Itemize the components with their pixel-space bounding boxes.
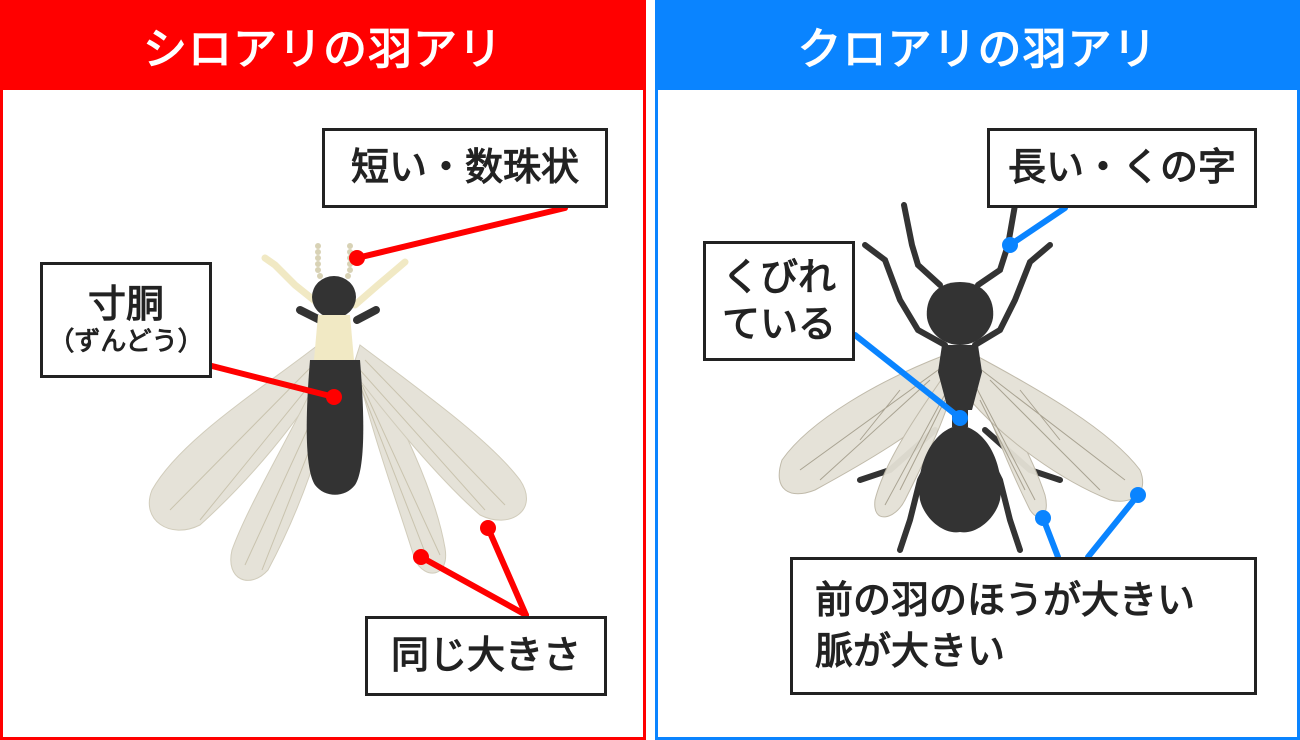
wing-callout-line-2 — [485, 525, 529, 618]
ant-waist-label-line1: くびれ — [721, 254, 836, 299]
ant-wing-label-line1: 前の羽のほうが大きい — [815, 577, 1196, 622]
ant-waist-label: くびれ ている — [703, 241, 855, 361]
ant-antenna-label: 長い・くの字 — [987, 128, 1257, 208]
ant-wing-label: 前の羽のほうが大きい 脈が大きい — [790, 557, 1257, 695]
antenna-callout-line — [1007, 205, 1068, 248]
termite-body-label-text: 寸胴 — [87, 281, 164, 326]
termite-antenna-label: 短い・数珠状 — [322, 128, 608, 208]
ant-panel-title: クロアリの羽アリ — [655, 0, 1300, 90]
antenna-callout-line — [354, 205, 568, 261]
waist-callout-line — [852, 332, 963, 421]
termite-body-reading-text: （ずんどう） — [48, 327, 204, 358]
body-callout-line — [209, 363, 337, 400]
termite-wing-label: 同じ大きさ — [365, 616, 607, 696]
termite-panel-title: シロアリの羽アリ — [0, 0, 646, 90]
ant-wing-label-line2: 脈が大きい — [815, 629, 1006, 673]
termite-body-label: 寸胴 （ずんどう） — [40, 262, 212, 378]
ant-waist-label-line2: ている — [721, 302, 836, 346]
termite-antenna-label-text: 短い・数珠状 — [350, 145, 579, 190]
wing-callout-line-1 — [418, 554, 529, 618]
termite-wing-label-text: 同じ大きさ — [390, 633, 581, 678]
termite-alate-icon — [148, 243, 527, 581]
front-wing-callout-line — [1085, 492, 1141, 560]
ant-antenna-label-text: 長い・くの字 — [1007, 145, 1236, 190]
